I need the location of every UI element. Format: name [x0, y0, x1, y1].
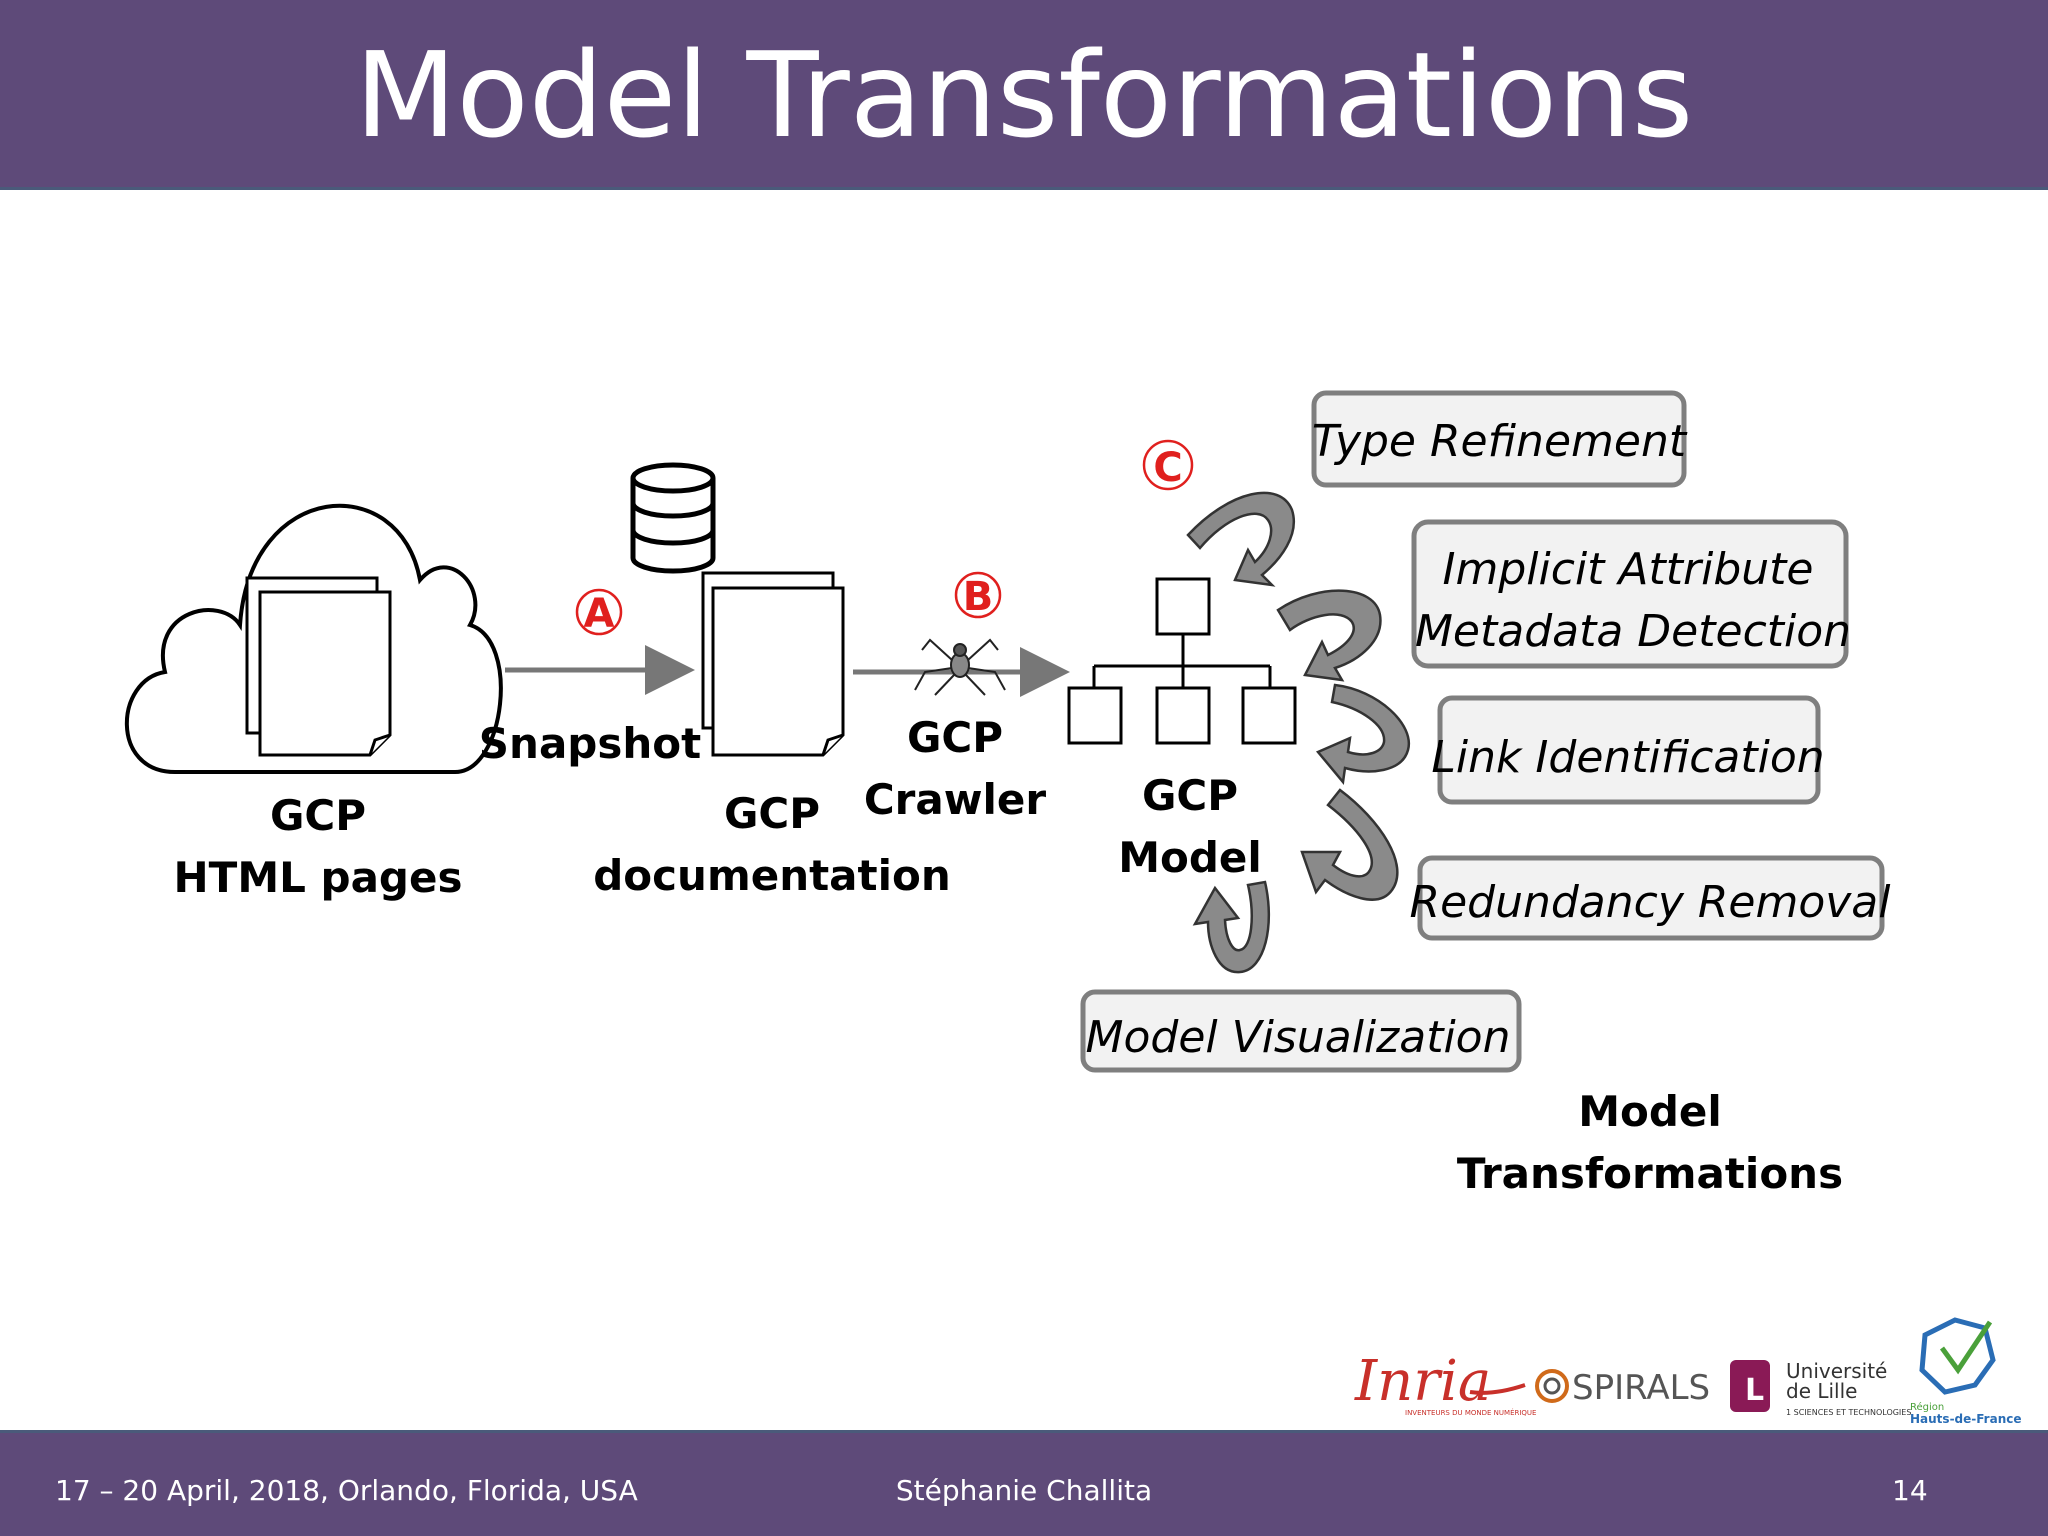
- model-transformations-label-line2: Transformations: [1457, 1149, 1843, 1198]
- step-a-circle: [575, 588, 623, 636]
- spider-icon: [914, 638, 1006, 696]
- database-icon: [630, 462, 716, 574]
- documentation-pages-icon: [701, 571, 845, 757]
- svg-text:SPIRALS: SPIRALS: [1572, 1368, 1710, 1408]
- footer-author: Stéphanie Challita: [895, 1474, 1153, 1507]
- transformation-box-model-visualization: Model Visualization: [1080, 989, 1522, 1073]
- html-pages-label-line1: GCP: [270, 791, 366, 840]
- footer-bar: [0, 1430, 2048, 1536]
- spirals-logo: SPIRALS: [1535, 1368, 1710, 1408]
- region-hauts-de-france-logo: Région Hauts-de-France: [1910, 1317, 2022, 1426]
- svg-text:Metadata Detection: Metadata Detection: [1415, 606, 1851, 657]
- svg-text:de Lille: de Lille: [1786, 1379, 1857, 1403]
- curved-arrow-3: [1315, 683, 1411, 785]
- svg-text:Implicit Attribute: Implicit Attribute: [1443, 544, 1814, 595]
- model-transformations-label-line1: Model: [1578, 1087, 1722, 1136]
- transformation-arrows: [1186, 491, 1411, 974]
- svg-text:Type Refinement: Type Refinement: [1312, 416, 1688, 467]
- documentation-label-line2: documentation: [593, 851, 951, 900]
- model-label-line2: Model: [1118, 833, 1262, 882]
- crawler-label-line1: GCP: [907, 713, 1003, 762]
- inria-logo: Inria INVENTEURS DU MONDE NUMÉRIQUE: [1354, 1349, 1536, 1417]
- transformation-box-redundancy-removal: Redundancy Removal: [1410, 855, 1892, 941]
- svg-text:Région: Région: [1910, 1401, 1944, 1413]
- svg-text:Hauts-de-France: Hauts-de-France: [1910, 1412, 2022, 1426]
- svg-text:Université: Université: [1786, 1359, 1887, 1383]
- footer-date-location: 17 – 20 April, 2018, Orlando, Florida, U…: [55, 1474, 638, 1507]
- step-b-circle: [954, 571, 1002, 619]
- curved-arrow-1: [1186, 491, 1295, 587]
- step-c-circle: [1142, 439, 1194, 491]
- documentation-label-line1: GCP: [724, 789, 820, 838]
- curved-arrow-4: [1300, 788, 1399, 901]
- svg-text:Inria: Inria: [1354, 1349, 1491, 1414]
- svg-text:Link Identification: Link Identification: [1431, 732, 1824, 783]
- model-tree-icon: [1067, 577, 1297, 745]
- transformation-box-link-identification: Link Identification: [1431, 695, 1825, 805]
- crawler-label-line2: Crawler: [864, 775, 1047, 824]
- curved-arrow-2: [1276, 589, 1382, 682]
- svg-text:Model Visualization: Model Visualization: [1086, 1012, 1511, 1063]
- svg-text:Redundancy Removal: Redundancy Removal: [1410, 877, 1892, 928]
- model-label-line1: GCP: [1142, 771, 1238, 820]
- transformation-box-implicit-attribute: Implicit Attribute Metadata Detection: [1411, 519, 1851, 669]
- title-bar: [0, 0, 2048, 190]
- universite-lille-logo: L Université de Lille 1 SCIENCES ET TECH…: [1730, 1359, 1911, 1417]
- html-pages-label-line2: HTML pages: [174, 853, 463, 902]
- step-c-label: C: [1153, 445, 1182, 491]
- transformation-box-type-refinement: Type Refinement: [1311, 390, 1688, 488]
- step-b-label: B: [963, 574, 994, 620]
- svg-text:1 SCIENCES ET TECHNOLOGIES: 1 SCIENCES ET TECHNOLOGIES: [1786, 1408, 1911, 1417]
- curved-arrow-5: [1192, 880, 1271, 974]
- step-a-label: A: [584, 591, 615, 637]
- slide-title: Model Transformations: [354, 26, 1694, 164]
- html-pages-icon: [245, 576, 392, 757]
- svg-text:INVENTEURS DU MONDE NUMÉRIQUE: INVENTEURS DU MONDE NUMÉRIQUE: [1405, 1408, 1536, 1417]
- snapshot-label: Snapshot: [479, 719, 701, 768]
- footer-page-number: 14: [1892, 1474, 1928, 1507]
- svg-text:L: L: [1745, 1373, 1764, 1408]
